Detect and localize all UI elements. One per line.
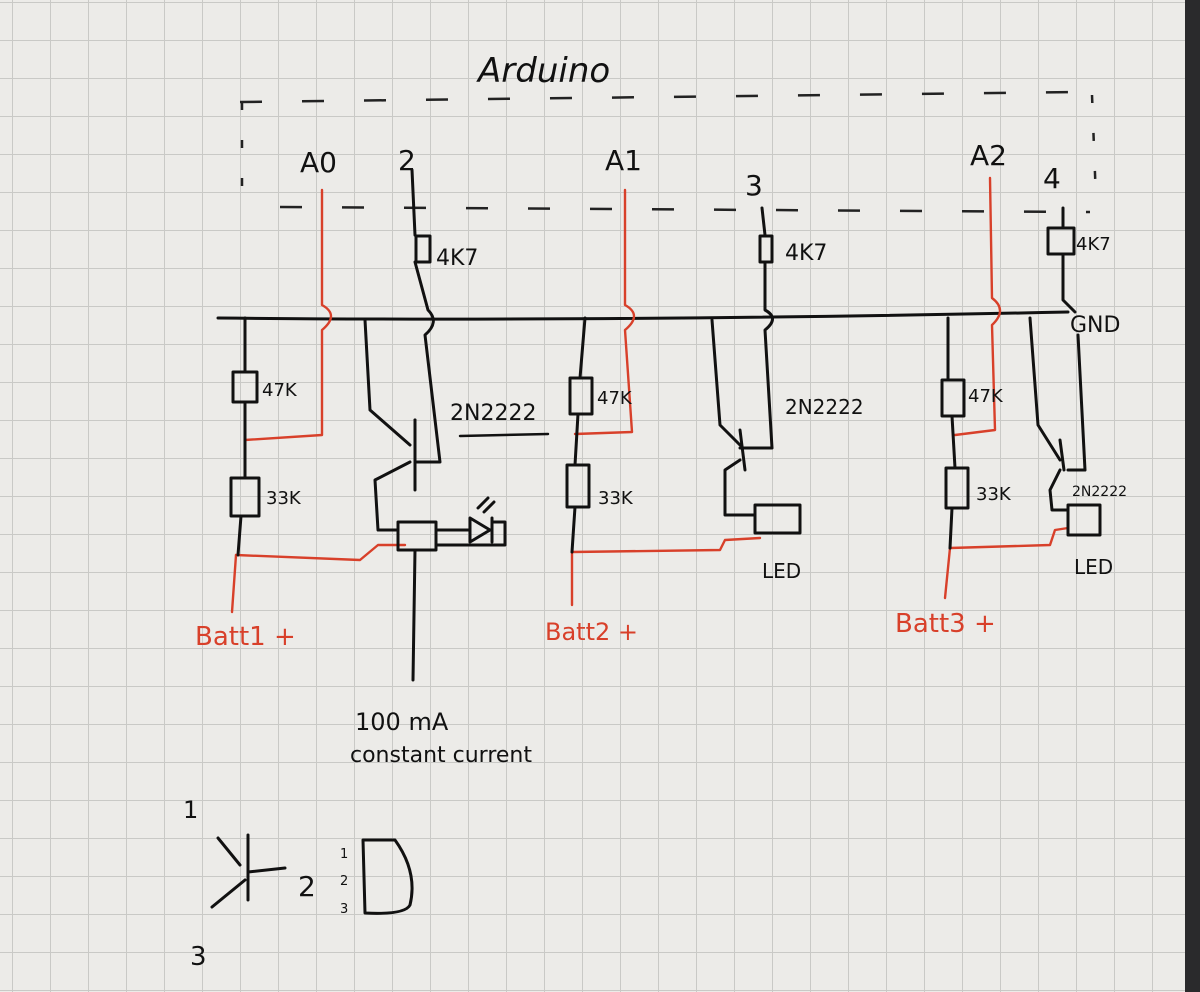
current-source-block	[396, 520, 438, 552]
pinout-pin2: 2	[298, 870, 316, 903]
current-source-lead	[411, 548, 417, 682]
transistor-1-underline	[458, 432, 550, 438]
pin-label-3: 3	[745, 169, 763, 202]
label-47k-3: 47K	[968, 386, 1004, 407]
label-4k7-3: 4K7	[1076, 234, 1111, 255]
pin4-wire	[1061, 206, 1077, 314]
label-transistor-3: 2N2222	[1072, 484, 1127, 500]
a2-sense-wire	[953, 176, 1002, 437]
package-pin3: 3	[340, 902, 348, 917]
transistor-2	[710, 318, 757, 517]
batt1-lead	[230, 553, 238, 614]
batt3-wire	[948, 526, 1070, 550]
current-source-value: 100 mA	[355, 708, 449, 736]
resistor-33k-1	[229, 476, 261, 518]
pinout-pin3: 3	[190, 942, 207, 972]
resistor-4k7-1	[414, 234, 432, 264]
batt3-lead	[943, 546, 952, 600]
batt2-wire	[570, 536, 762, 554]
resistor-47k-2	[568, 376, 594, 416]
led-3	[1066, 503, 1102, 537]
label-33k-2: 33K	[598, 488, 634, 509]
transistor-1	[363, 318, 417, 532]
batt3-label: Batt3 +	[895, 609, 996, 639]
to92-package	[361, 838, 414, 915]
channel-1	[229, 168, 507, 682]
transistor-pinout: 1 3 2 1 2 3	[183, 796, 414, 972]
package-pin1: 1	[340, 847, 348, 862]
label-33k-1: 33K	[266, 488, 302, 509]
current-source-label: constant current	[350, 743, 532, 768]
pinout-pin1: 1	[183, 796, 198, 824]
label-led-3: LED	[1074, 555, 1113, 579]
channel-3	[940, 206, 1102, 550]
resistor-33k-3	[944, 466, 970, 510]
batt1-wire	[234, 543, 407, 562]
pin-label-a0: A0	[300, 146, 337, 179]
pin2-wire	[410, 168, 442, 464]
pin-label-a1: A1	[605, 144, 642, 177]
pin-label-a2: A2	[970, 139, 1007, 172]
batt2-label: Batt2 +	[545, 618, 638, 646]
label-transistor-2: 2N2222	[785, 395, 864, 419]
led-1	[434, 516, 507, 547]
resistor-47k-1	[231, 370, 259, 404]
transistor-3	[1028, 316, 1087, 512]
arduino-title: Arduino	[476, 51, 610, 91]
batt1-label: Batt1 +	[195, 622, 296, 652]
a0-sense-wire	[243, 188, 333, 442]
pin3-wire	[738, 206, 774, 450]
channel-2	[565, 206, 802, 554]
label-4k7-1: 4K7	[436, 246, 478, 271]
label-47k-2: 47K	[597, 388, 633, 409]
ground-rail	[216, 310, 1070, 321]
label-transistor-1: 2N2222	[450, 401, 536, 426]
resistor-47k-3	[940, 378, 966, 418]
package-pin2: 2	[340, 874, 348, 889]
label-47k-1: 47K	[262, 380, 298, 401]
resistor-4k7-3	[1046, 226, 1076, 256]
a1-sense-wire	[573, 188, 636, 436]
label-led-2: LED	[762, 559, 801, 583]
arduino-outline	[239, 90, 1098, 214]
resistor-4k7-2	[758, 234, 774, 264]
led-2	[753, 503, 802, 535]
pin-label-4: 4	[1043, 162, 1061, 195]
transistor-symbol	[210, 833, 287, 909]
label-33k-3: 33K	[976, 484, 1012, 505]
resistor-33k-2	[565, 463, 591, 509]
label-4k7-2: 4K7	[785, 241, 827, 266]
